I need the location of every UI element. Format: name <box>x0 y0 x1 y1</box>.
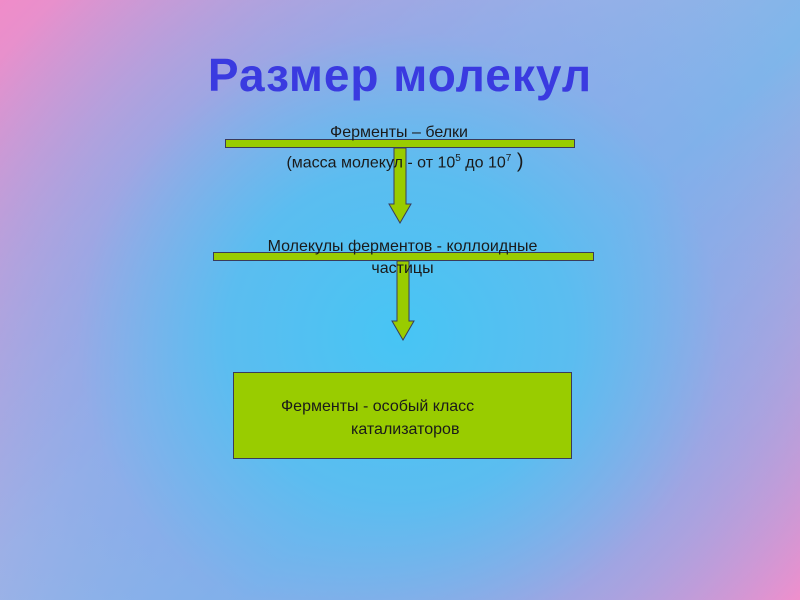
slide-title: Размер молекул <box>207 49 593 101</box>
exponent-7: 7 <box>505 153 512 164</box>
arrow-down-1 <box>388 148 412 224</box>
box-catalysts: Ферменты - особый класс катализаторов <box>233 372 572 459</box>
label-proteins: Ферменты – белки <box>225 122 573 144</box>
label-proteins-line1: Ферменты – белки <box>330 124 468 141</box>
box-catalysts-line1: Ферменты - особый класс <box>281 398 475 415</box>
box-catalysts-line2: катализаторов <box>351 421 460 438</box>
exponent-5: 5 <box>455 153 461 164</box>
label-mass: (масса молекул - от 105 до 107 ) <box>240 148 570 174</box>
label-colloid: Молекулы ферментов - коллоидные частицы <box>213 236 592 280</box>
label-mass-close: ) <box>511 150 524 173</box>
label-mass-prefix: (масса молекул - от 10 <box>286 154 456 172</box>
label-mass-mid: до 10 <box>460 154 506 172</box>
arrow-down-2 <box>391 261 415 341</box>
label-colloid-line1: Молекулы ферментов - коллоидные <box>267 238 538 255</box>
label-colloid-line2: частицы <box>371 260 434 277</box>
